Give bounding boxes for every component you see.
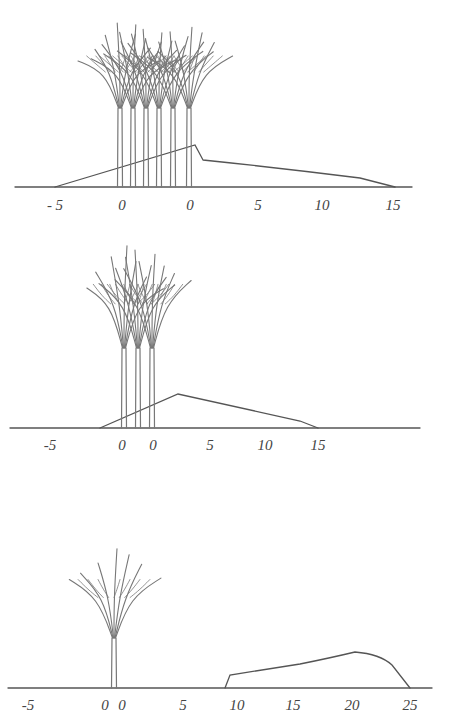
profile-curve (55, 145, 395, 187)
axis-tick-label: 0 (149, 438, 157, 453)
axis-tick-label: 0 (186, 198, 194, 213)
axis-line (8, 687, 432, 688)
axis-tick-label: 25 (403, 698, 418, 713)
axis-line (15, 186, 412, 187)
axis-line (10, 427, 420, 428)
axis-tick-label: 15 (386, 198, 401, 213)
axis-tick-label: 0 (118, 198, 126, 213)
axis-tick-label: 15 (286, 698, 301, 713)
axis-tick-label: 0 (118, 698, 126, 713)
axis-tick-label: 0 (101, 698, 109, 713)
tree-drawing (87, 246, 164, 428)
tree-drawing (91, 25, 177, 187)
axis-tick-label: 0 (118, 438, 126, 453)
axis-tick-label: 20 (345, 698, 360, 713)
tree-drawing (148, 27, 233, 187)
axis-tick-label: 5 (206, 438, 214, 453)
tree-drawing (99, 250, 175, 428)
axis-tick-label: 15 (311, 438, 326, 453)
profile-curve (225, 652, 410, 688)
axis-tick-label: 10 (230, 698, 245, 713)
axis-tick-label: 10 (258, 438, 273, 453)
profile-curve (100, 394, 318, 428)
axis-tick-label: 5 (179, 698, 187, 713)
axis-tick-label: - 5 (47, 198, 63, 213)
tree-drawing (69, 549, 161, 688)
tree-drawing (115, 254, 191, 428)
axis-tick-label: 10 (315, 198, 330, 213)
axis-tick-label: 5 (254, 198, 262, 213)
axis-tick-label: -5 (44, 438, 57, 453)
tree-drawing (131, 32, 214, 187)
axis-tick-label: -5 (22, 698, 35, 713)
